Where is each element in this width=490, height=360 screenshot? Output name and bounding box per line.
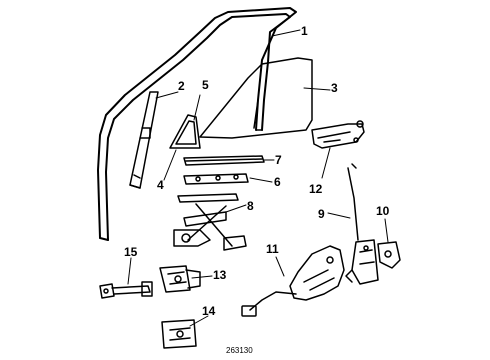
callout-7: 7 xyxy=(275,153,282,167)
callout-labels: 1 2 3 4 5 6 7 8 9 10 11 12 13 14 15 xyxy=(124,24,390,318)
part-7-glass-channel xyxy=(183,155,265,166)
part-14-hinge-lower xyxy=(161,319,197,349)
callout-5: 5 xyxy=(202,78,209,92)
part-6-sash-channel xyxy=(183,173,249,185)
part-12-inside-handle xyxy=(311,120,365,149)
part-9-latch-assembly xyxy=(345,163,379,285)
callout-10: 10 xyxy=(376,204,390,218)
callout-6: 6 xyxy=(274,175,281,189)
part-11-lock-actuator xyxy=(241,245,345,317)
callout-2: 2 xyxy=(178,79,185,93)
part-10-striker xyxy=(377,241,401,269)
part-5-vent-glass xyxy=(169,114,201,149)
callout-3: 3 xyxy=(331,81,338,95)
callout-13: 13 xyxy=(213,268,227,282)
drawing-id: 263130 xyxy=(226,346,253,355)
callout-4: 4 xyxy=(157,178,164,192)
part-13-hinge-upper xyxy=(159,265,201,293)
part-8-window-regulator xyxy=(173,193,247,251)
part-2-division-channel xyxy=(129,91,159,189)
part-15-door-check xyxy=(99,281,153,299)
part-3-door-glass xyxy=(199,57,313,139)
leader-lines xyxy=(127,29,389,327)
callout-8: 8 xyxy=(247,199,254,213)
callout-15: 15 xyxy=(124,245,138,259)
callout-12: 12 xyxy=(309,182,323,196)
callout-1: 1 xyxy=(301,24,308,38)
callout-9: 9 xyxy=(318,207,325,221)
part-1-door-frame xyxy=(97,7,297,241)
callout-14: 14 xyxy=(202,304,216,318)
callout-11: 11 xyxy=(266,242,279,256)
